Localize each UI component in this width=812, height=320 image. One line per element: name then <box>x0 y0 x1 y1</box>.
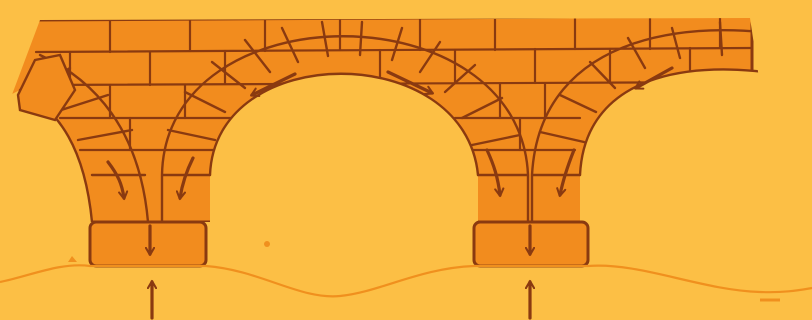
left-pier-block <box>90 222 206 266</box>
pebble <box>264 241 270 247</box>
